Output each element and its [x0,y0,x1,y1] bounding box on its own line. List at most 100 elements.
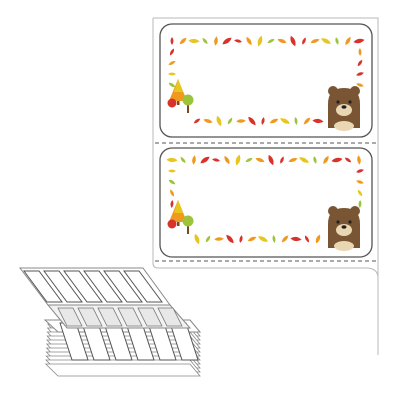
bear-belly [334,241,354,251]
leaf-icon [168,82,176,88]
leaf-icon [222,37,232,45]
leaf-icon [358,200,362,208]
backing-sheet [152,17,379,355]
bear-icon [328,206,360,251]
leaf-icon [192,155,196,165]
leaf-icon [246,36,252,46]
leaf-icon [356,72,364,76]
leaf-icon [356,83,364,87]
mini-label [23,270,63,303]
mini-label [157,307,183,327]
bear-eye-right [348,220,352,224]
leaf-icon [226,234,234,244]
mini-label [103,270,143,303]
leaf-icon [258,236,268,242]
leaf-icon [245,158,253,162]
bear-icon [328,86,360,131]
mini-label [43,270,83,303]
leaf-icon [168,169,176,173]
leaf-icon [170,37,174,45]
leaf-icon [310,38,320,44]
bear-belly [334,121,354,131]
leaf-icon [236,119,246,123]
label-2 [159,147,373,258]
leaf-border-1 [168,35,365,127]
leaf-icon [290,35,296,47]
leaf-icon [303,117,311,125]
leaf-icon [234,39,242,43]
leaf-icon [344,157,352,163]
leaf-icon [248,116,256,126]
sheet-outline [152,17,379,355]
leaf-icon [323,155,329,165]
leaf-icon [239,235,243,243]
leaf-icon [288,157,298,163]
leaf-icon [299,157,309,163]
leaf-icon [357,189,363,197]
leaf-icon [269,118,279,124]
leaf-icon [257,35,263,47]
leaf-icon [345,36,351,46]
leaf-icon [203,119,213,123]
leaf-icon [168,60,176,66]
canopy-bush [167,219,177,229]
mini-label [123,270,163,303]
leaf-icon [304,235,310,243]
leaf-icon [357,59,363,67]
leaf-icon [290,236,302,242]
leaf-icon [272,235,276,243]
leaf-icon [353,38,365,44]
leaf-icon [205,235,211,243]
bear-nose [341,105,347,109]
leaf-icon [180,156,186,164]
bear-muzzle [336,104,352,116]
leaf-icon [194,233,200,245]
fanfold-stack-icon [18,267,202,377]
leaf-icon [267,39,275,43]
mini-label [77,307,103,327]
bear-eye-left [336,220,340,224]
mini-label [117,307,143,327]
leaf-icon [170,200,174,208]
leaf-icon [179,37,187,45]
top-sheet-labels [23,270,163,303]
leaf-icon [356,180,364,184]
leaf-icon [200,156,210,164]
canopy-highlight [174,200,183,213]
mini-label [97,307,123,327]
leaf-icon [188,38,200,44]
mini-label [63,270,103,303]
canopy-small [182,215,194,227]
leaf-icon [168,179,176,185]
leaf-icon [168,72,176,76]
label-2-outline [159,147,373,258]
leaf-icon [313,156,317,164]
autumn-tree-icon [167,200,194,234]
leaf-icon [166,157,178,163]
leaf-icon [315,234,321,244]
leaf-icon [227,117,233,125]
leaf-icon [212,158,220,162]
leaf-icon [169,48,175,56]
bear-nose [341,225,347,229]
canopy-highlight [174,79,183,92]
trunk-small [187,222,189,234]
leaf-icon [202,37,208,45]
bear-muzzle [336,224,352,236]
canopy-small [182,94,194,106]
leaf-icon [268,154,274,166]
fold-panel-labels [57,307,183,327]
leaf-icon [280,118,290,124]
leaf-icon [247,236,257,242]
leaf-icon [214,237,224,241]
leaf-icon [216,115,222,127]
leaf-border-2 [166,154,364,245]
mini-label [57,307,83,327]
leaf-icon [335,37,339,45]
stack-layers [43,319,202,377]
leaf-icon [280,156,284,164]
leaf-icon [261,117,265,125]
leaf-icon [235,154,241,166]
leaf-icon [356,169,364,173]
